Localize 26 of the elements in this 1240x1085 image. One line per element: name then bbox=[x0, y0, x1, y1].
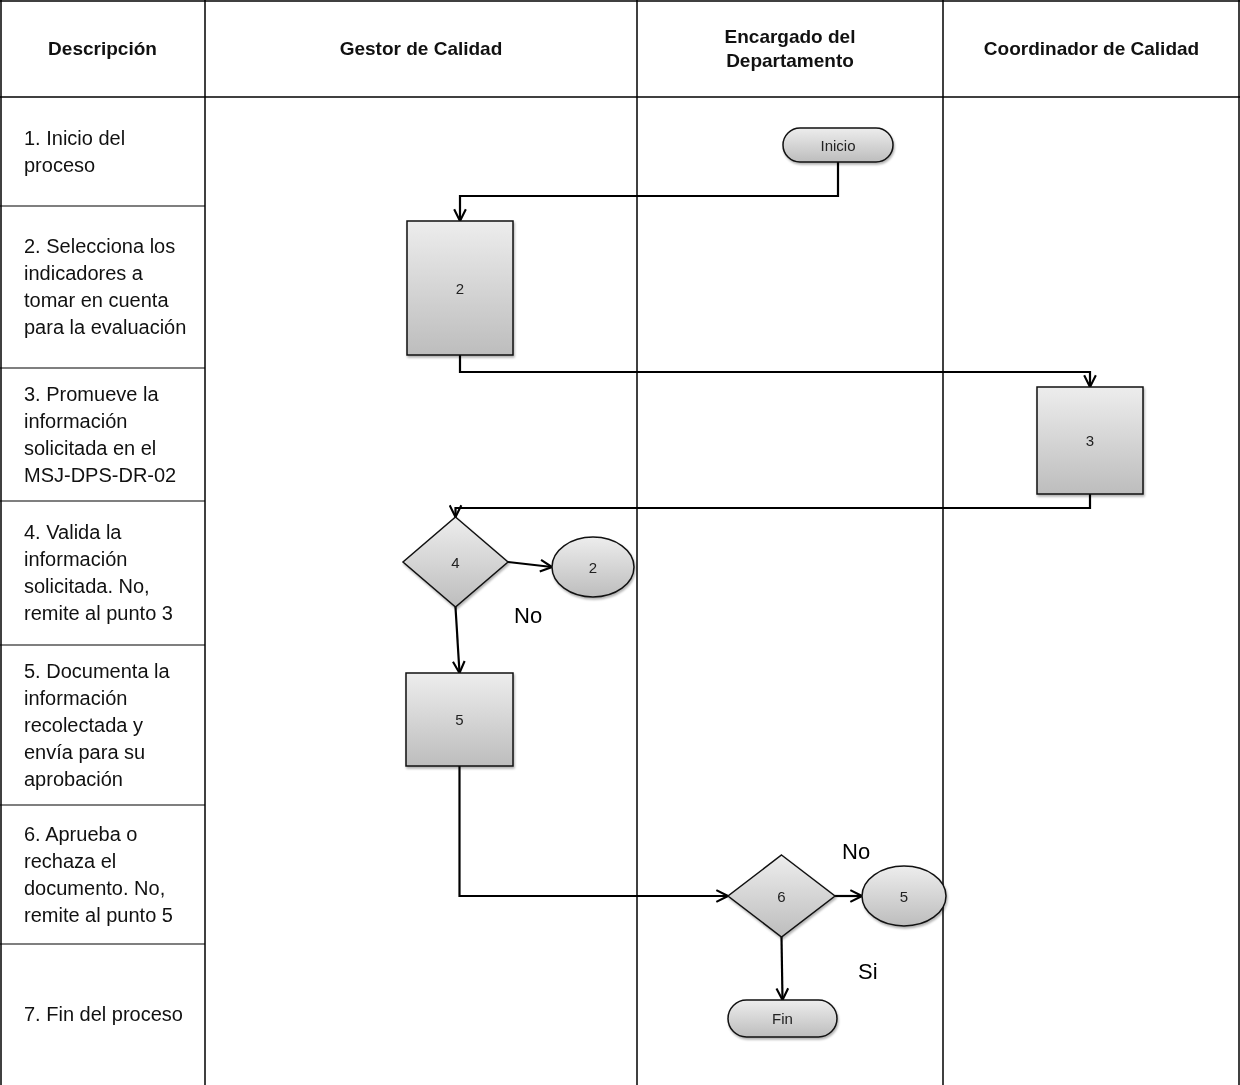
connector-circle: 2 bbox=[552, 537, 634, 597]
step-description: 7. Fin del proceso bbox=[23, 1002, 184, 1027]
step-description: 2. Selecciona los indicadores a tomar en cuenta para la evaluación bbox=[23, 234, 188, 340]
column-header: Gestor de Calidad bbox=[338, 36, 504, 61]
decision-diamond: 4 bbox=[403, 517, 508, 607]
arrow bbox=[458, 355, 1097, 389]
start-terminal: Inicio bbox=[783, 128, 893, 162]
step-description: 5. Documenta la información recolectada y envía para su aprobación bbox=[23, 658, 171, 792]
arrow bbox=[775, 937, 790, 1002]
arrow bbox=[458, 766, 730, 903]
arrow bbox=[448, 494, 1092, 519]
step-description: 3. Promueve la información solicitada en el MSJ-DPS-DR-02 bbox=[23, 381, 178, 488]
connector-circle: 5 bbox=[862, 866, 946, 926]
step-description: 6. Aprueba o rechaza el documento. No, remite al punto 5 bbox=[23, 821, 174, 928]
process-box: 2 bbox=[407, 221, 513, 355]
arrow bbox=[453, 162, 840, 223]
column-header: Coordinador de Calidad bbox=[982, 36, 1201, 61]
decision-diamond: 6 bbox=[728, 855, 835, 937]
column-header: Descripción bbox=[47, 36, 158, 61]
end-terminal: Fin bbox=[728, 1000, 837, 1037]
column-header: Encargado del Departamento bbox=[723, 24, 857, 73]
process-box: 3 bbox=[1037, 387, 1143, 494]
arrow bbox=[451, 606, 466, 675]
step-description: 4. Valida la información solicitada. No, remite al punto 3 bbox=[23, 520, 174, 626]
process-box: 5 bbox=[406, 673, 513, 766]
step-description: 1. Inicio del proceso bbox=[23, 125, 127, 178]
